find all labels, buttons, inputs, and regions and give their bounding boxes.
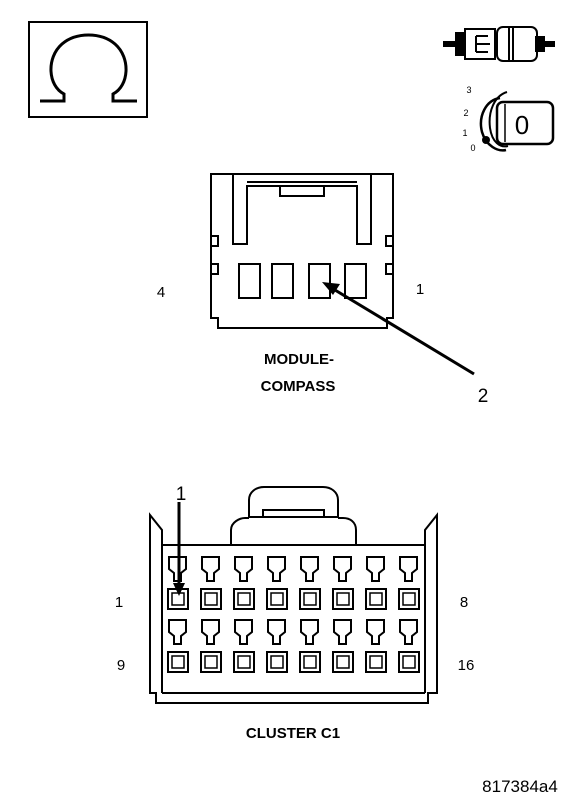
cluster-pin-7-terminal bbox=[369, 592, 383, 606]
connector-unplugged-icon bbox=[443, 26, 555, 62]
ignition-key-icon: 0 3 2 1 0 bbox=[462, 85, 555, 153]
pin-latch bbox=[399, 619, 418, 645]
pin-latch bbox=[366, 619, 385, 645]
compass-pin-3 bbox=[271, 263, 294, 299]
cluster-pin-11-terminal bbox=[237, 655, 251, 669]
pin-latch bbox=[168, 556, 187, 582]
cluster-pin-16-terminal bbox=[402, 655, 416, 669]
cluster-pin-15-terminal bbox=[369, 655, 383, 669]
pin-latch bbox=[300, 556, 319, 582]
pin-latch bbox=[234, 619, 253, 645]
cluster-pin-7 bbox=[365, 588, 387, 610]
cluster-pin-6 bbox=[332, 588, 354, 610]
compass-title-line2: COMPASS bbox=[261, 378, 336, 395]
cluster-pin-8 bbox=[398, 588, 420, 610]
pin-latch bbox=[300, 619, 319, 645]
figure-id: 817384a4 bbox=[482, 777, 558, 796]
ohm-symbol bbox=[28, 21, 148, 118]
cluster-pin-12 bbox=[266, 651, 288, 673]
cluster-pin-5 bbox=[299, 588, 321, 610]
cluster-callout-arrow bbox=[173, 502, 185, 596]
cluster-pin-9 bbox=[167, 651, 189, 673]
ignition-position-1: 1 bbox=[462, 128, 467, 138]
compass-pin-1 bbox=[344, 263, 367, 299]
pin-latch bbox=[366, 556, 385, 582]
cluster-pin-3 bbox=[233, 588, 255, 610]
cluster-pin-2-terminal bbox=[204, 592, 218, 606]
cluster-pin-2 bbox=[200, 588, 222, 610]
compass-callout-label: 2 bbox=[478, 386, 489, 407]
cluster-pin-9-terminal bbox=[171, 655, 185, 669]
cluster-pin-14 bbox=[332, 651, 354, 673]
ignition-key-label: 0 bbox=[515, 110, 529, 140]
compass-pin-2 bbox=[308, 263, 331, 299]
cluster-pin-11 bbox=[233, 651, 255, 673]
pin-latch bbox=[399, 556, 418, 582]
compass-callout-arrow bbox=[322, 282, 475, 376]
cluster-pin-1-terminal bbox=[171, 592, 185, 606]
cluster-pin-bottom-left-label: 9 bbox=[117, 657, 125, 674]
cluster-pin-14-terminal bbox=[336, 655, 350, 669]
cluster-pin-4 bbox=[266, 588, 288, 610]
cluster-pin-10-terminal bbox=[204, 655, 218, 669]
pin-latch bbox=[234, 556, 253, 582]
ignition-position-0: 0 bbox=[470, 143, 475, 153]
compass-pin-right-label: 1 bbox=[416, 281, 424, 298]
cluster-pin-3-terminal bbox=[237, 592, 251, 606]
cluster-pin-grid bbox=[167, 556, 420, 673]
cluster-pin-13 bbox=[299, 651, 321, 673]
compass-title-line1: MODULE- bbox=[264, 351, 334, 368]
pin-latch bbox=[201, 556, 220, 582]
pin-latch bbox=[333, 619, 352, 645]
ohm-icon bbox=[40, 33, 137, 103]
cluster-callout-label: 1 bbox=[176, 484, 187, 505]
cluster-pin-8-terminal bbox=[402, 592, 416, 606]
cluster-pin-13-terminal bbox=[303, 655, 317, 669]
cluster-title: CLUSTER C1 bbox=[246, 725, 340, 742]
pin-latch bbox=[201, 619, 220, 645]
cluster-pin-6-terminal bbox=[336, 592, 350, 606]
cluster-pin-bottom-right-label: 16 bbox=[458, 657, 475, 674]
pin-latch bbox=[267, 556, 286, 582]
cluster-pin-5-terminal bbox=[303, 592, 317, 606]
ignition-position-3: 3 bbox=[466, 85, 471, 95]
cluster-pin-4-terminal bbox=[270, 592, 284, 606]
cluster-pin-10 bbox=[200, 651, 222, 673]
ignition-position-2: 2 bbox=[463, 108, 468, 118]
cluster-c1-connector bbox=[149, 486, 438, 704]
pin-latch bbox=[168, 619, 187, 645]
pin-latch bbox=[267, 619, 286, 645]
cluster-pin-12-terminal bbox=[270, 655, 284, 669]
cluster-pin-16 bbox=[398, 651, 420, 673]
pin-latch bbox=[333, 556, 352, 582]
cluster-pin-15 bbox=[365, 651, 387, 673]
compass-pin-4 bbox=[238, 263, 261, 299]
cluster-pin-top-left-label: 1 bbox=[115, 594, 123, 611]
module-compass-connector bbox=[210, 173, 394, 329]
cluster-pin-top-right-label: 8 bbox=[460, 594, 468, 611]
compass-pin-left-label: 4 bbox=[157, 284, 165, 301]
